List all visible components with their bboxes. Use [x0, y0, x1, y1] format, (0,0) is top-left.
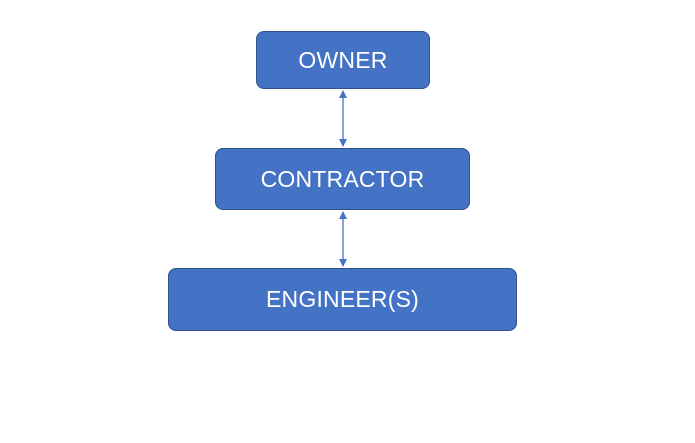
engineers-label: ENGINEER(S): [266, 286, 419, 312]
contractor-label: CONTRACTOR: [260, 165, 425, 192]
contractor-node: CONTRACTOR: [215, 148, 470, 210]
engineers-node: ENGINEER(S): [168, 268, 517, 331]
owner-node: OWNER: [256, 31, 430, 89]
owner-label: OWNER: [298, 46, 388, 73]
